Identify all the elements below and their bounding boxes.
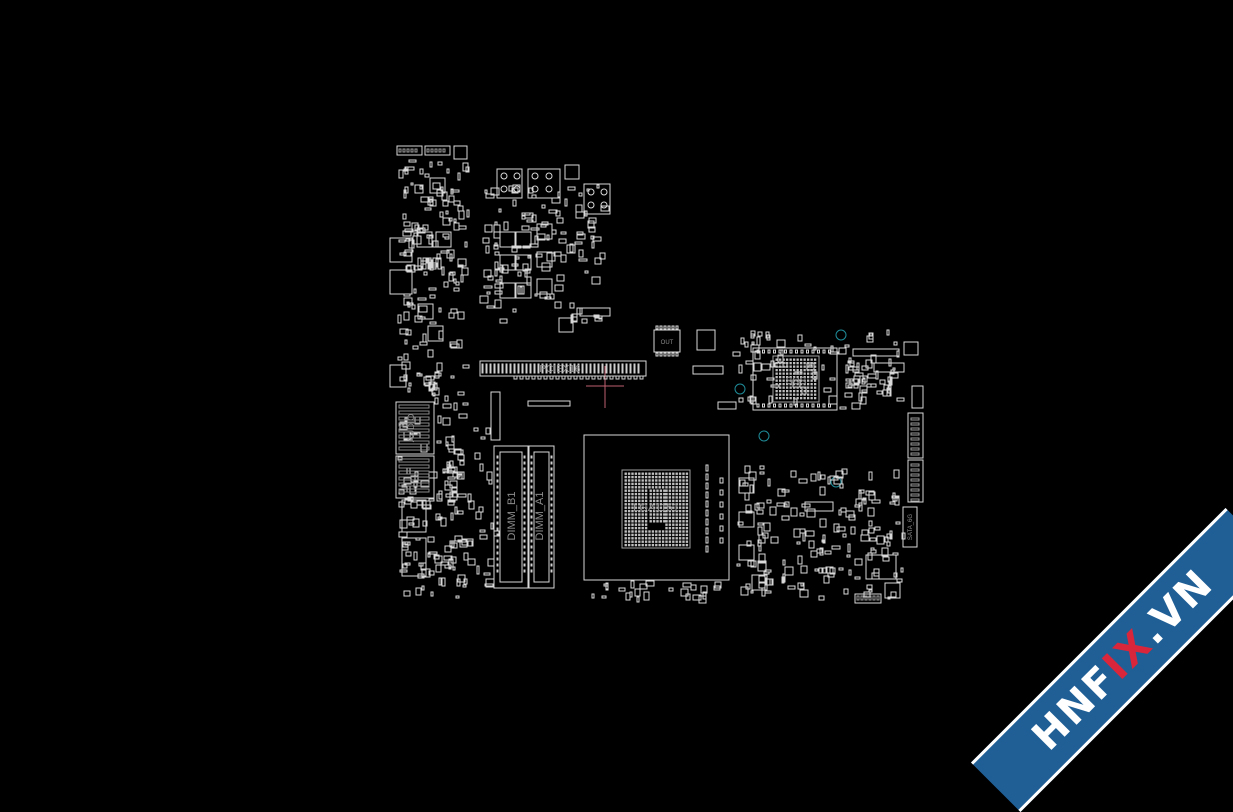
audio-block <box>395 401 435 455</box>
pcie-slot-label: PCIEX16 <box>539 364 581 375</box>
sata-label: SATA_6G <box>908 514 914 540</box>
test-point <box>835 329 847 341</box>
crosshair-marker <box>586 366 624 408</box>
test-point <box>758 430 770 442</box>
test-point <box>734 383 746 395</box>
board-layout: PCIEX16 LGA1151 SUS OUT AUDIO DIMM_B1 DI… <box>389 145 924 604</box>
cpu-socket <box>583 434 730 581</box>
io-chip <box>653 329 681 353</box>
cpu-socket-label: LGA1151 <box>633 502 679 514</box>
io-chip-label: OUT <box>661 340 674 346</box>
chipset <box>752 347 838 411</box>
dimm-b1-slot <box>493 445 529 589</box>
audio-label: AUDIO <box>406 414 416 443</box>
dimm-a1-label: DIMM_A1 <box>534 492 546 541</box>
sata-connector <box>902 506 918 548</box>
chipset-label: SUS <box>786 376 807 387</box>
dimm-a1-slot <box>528 445 555 589</box>
dimm-b1-label: DIMM_B1 <box>506 492 518 541</box>
